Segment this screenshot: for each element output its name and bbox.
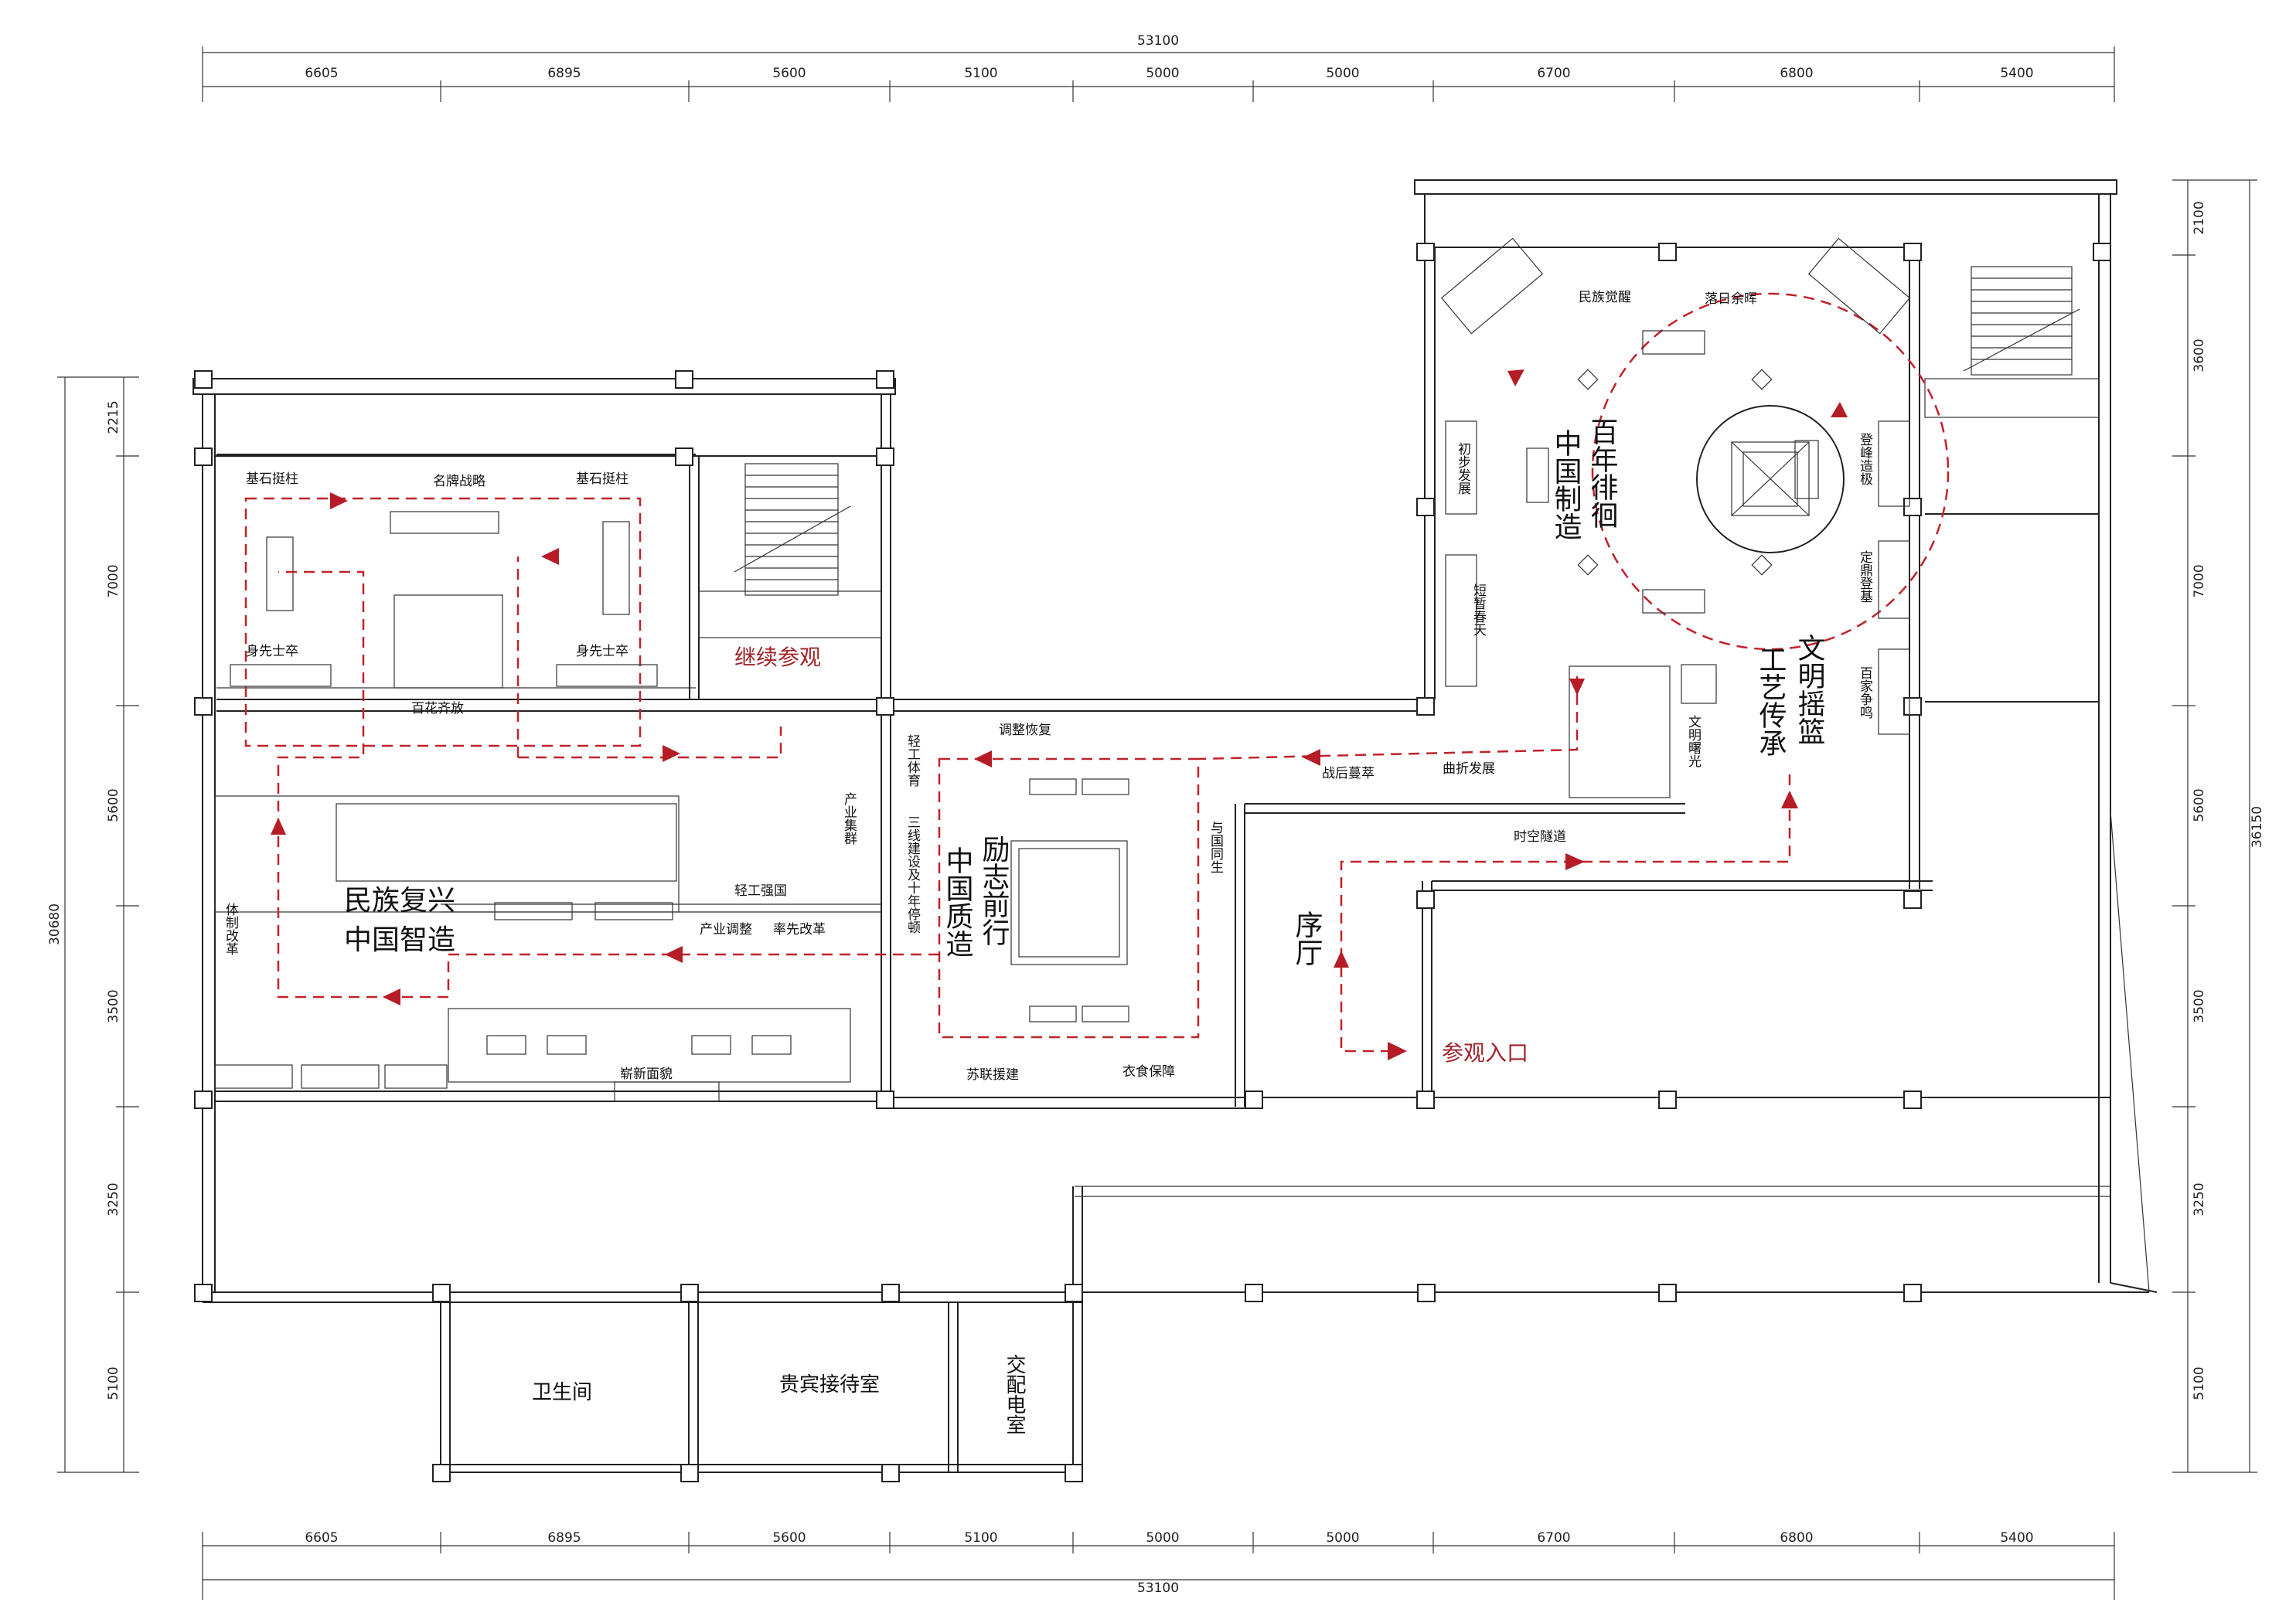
exhibit-minzu-juexing: 民族觉醒: [1579, 290, 1631, 305]
exhibit-zhanxin-mianmao: 崭新面貌: [620, 1067, 673, 1082]
bottom-dim-7: 6700: [1537, 1530, 1570, 1546]
top-dim-8: 6800: [1780, 66, 1813, 81]
bottom-dim-8: 6800: [1780, 1530, 1813, 1546]
exhibit-tiaozheng-huifu: 调整恢复: [999, 723, 1051, 738]
exhibit-shikong-suidao: 时空隧道: [1514, 829, 1566, 845]
room-power: 交配电室: [1003, 1354, 1026, 1434]
right-dim-5: 3500: [2192, 989, 2207, 1022]
top-total-dim: 53100: [1137, 33, 1179, 49]
top-dim-7: 6700: [1537, 66, 1570, 81]
hall-title-baiyan-col1: 百年徘徊 中国制造: [1550, 417, 1618, 540]
right-dim-6: 3250: [2192, 1182, 2207, 1216]
exhibit-labels: 民族觉醒 落日余晖 初步发展 短暂春天 登峰造极 定鼎登基 百家争鸣 文明曙光 …: [223, 290, 1873, 1083]
bottom-dimension-lines: 6605 6895 5600 5100 5000 5000 6700 6800 …: [202, 1530, 2115, 1600]
hall-baiyan-line1: 百年徘徊: [1586, 417, 1618, 529]
exhibit-jishi-tingzhu-1: 基石挺柱: [246, 471, 298, 487]
hall-xuting: 序厅: [1291, 910, 1323, 966]
bottom-dim-9: 5400: [2000, 1530, 2033, 1546]
top-dim-4: 5100: [964, 66, 997, 81]
exhibit-quzhe-fazhan: 曲折发展: [1443, 761, 1495, 777]
exhibit-shenxian-shizu-1: 身先士卒: [246, 644, 298, 659]
rotunda: [1440, 237, 1950, 798]
exhibit-dingding-dengji: 定鼎登基: [1857, 550, 1873, 603]
hall-minzu-line1: 民族复兴: [344, 885, 455, 917]
hall-titles: 百年徘徊 中国制造 文明摇篮 工艺传承 励志前行 中国质造 民族复兴 中国智造 …: [344, 417, 1825, 966]
left-dim-5: 3250: [106, 1182, 121, 1216]
exhibit-chanye-jiqun: 产业集群: [841, 792, 857, 845]
exhibit-chanye-tiaozheng: 产业调整: [700, 922, 752, 937]
left-dim-3: 5600: [106, 788, 121, 822]
top-dim-9: 5400: [2000, 66, 2033, 81]
top-dim-5: 5000: [1146, 66, 1179, 81]
exhibit-sanxian: 三线建设及十年停顿: [904, 815, 921, 934]
bottom-dim-2: 6895: [547, 1530, 581, 1546]
bottom-dim-6: 5000: [1326, 1530, 1359, 1546]
left-total-dim: 30680: [47, 903, 63, 945]
exhibit-jishi-tingzhu-2: 基石挺柱: [576, 471, 629, 487]
left-dim-2: 7000: [106, 564, 121, 597]
exhibit-chubu-fazhan: 初步发展: [1455, 442, 1471, 495]
exhibit-shenxian-shizu-2: 身先士卒: [576, 644, 629, 659]
exhibit-qinggong-qiangguo: 轻工强国: [734, 883, 787, 899]
hall-minzu-line2: 中国智造: [344, 924, 455, 956]
continue-label: 继续参观: [734, 645, 821, 670]
exhibit-zhanhou-fanrong: 战后蔓萃: [1322, 766, 1375, 781]
right-dimension-lines: 2100 3600 7000 5600 3500 3250 5100 36150: [2172, 179, 2265, 1473]
bottom-total-dim: 53100: [1137, 1580, 1179, 1596]
left-dimension-lines: 30680 2215 7000 5600 3500 3250 5100: [47, 376, 139, 1473]
exhibit-tizhi-gaige: 体制改革: [223, 903, 239, 955]
hall-baiyan-line2: 中国制造: [1550, 429, 1582, 540]
top-dimension-lines: 53100 6605 6895 5600 5100 5000 5000 6700…: [202, 33, 2115, 102]
hall-wenming-line2: 工艺传承: [1755, 645, 1787, 757]
room-vip: 贵宾接待室: [779, 1373, 880, 1397]
hall-wenming-line1: 文明摇篮: [1794, 634, 1825, 745]
bottom-dim-4: 5100: [964, 1530, 997, 1546]
exhibit-jinggong-tiyu: 轻工体育: [904, 734, 921, 788]
building-walls: [192, 179, 2158, 1473]
top-dim-6: 5000: [1326, 66, 1359, 81]
exhibit-mingpai-zhanlue: 名牌战略: [433, 474, 485, 489]
bottom-rooms: 卫生间 贵宾接待室 交配电室: [532, 1354, 1026, 1434]
left-dim-4: 3500: [106, 989, 121, 1022]
central-hall: [938, 757, 1200, 1039]
room-toilet: 卫生间: [532, 1381, 592, 1404]
right-dim-1: 2100: [2192, 201, 2207, 234]
exhibit-yu-guoguo-sheng: 与国同生: [1208, 821, 1224, 873]
bottom-dim-1: 6605: [305, 1530, 338, 1546]
exhibit-duanzan-chuntian: 短暂春天: [1470, 584, 1487, 636]
hall-lizhi-line1: 励志前行: [978, 835, 1010, 946]
exhibit-baihua-qifang: 百花齐放: [411, 701, 464, 716]
exhibit-baijia-zhengming: 百家争鸣: [1857, 666, 1873, 719]
exhibit-sulian-yuanjian: 苏联援建: [966, 1067, 1019, 1083]
bottom-dim-3: 5600: [772, 1530, 806, 1546]
top-dim-2: 6895: [547, 66, 581, 81]
stair-right: [1924, 266, 2100, 418]
right-dim-3: 7000: [2192, 564, 2207, 597]
exhibit-yishi-baozhang: 衣食保障: [1122, 1064, 1175, 1080]
exhibit-wenming-shuguang: 文明曙光: [1685, 715, 1702, 768]
entry-label: 参观入口: [1442, 1040, 1528, 1066]
right-dim-7: 5100: [2192, 1366, 2207, 1400]
right-dim-4: 5600: [2192, 788, 2207, 822]
exhibit-shuaixian-gaige: 率先改革: [773, 922, 826, 937]
exhibit-dengfeng-zaoji: 登峰造极: [1857, 433, 1873, 485]
right-dim-2: 3600: [2192, 339, 2207, 372]
bottom-dim-5: 5000: [1146, 1530, 1179, 1546]
exhibit-luori-yuhui: 落日余晖: [1705, 291, 1757, 307]
top-dim-3: 5600: [772, 66, 806, 81]
left-hall-exhibits: [214, 497, 851, 1102]
hall-lizhi-line2: 中国质造: [942, 846, 973, 958]
top-dim-1: 6605: [305, 66, 338, 81]
left-dim-6: 5100: [106, 1366, 121, 1400]
right-total-dim: 36150: [2250, 806, 2265, 848]
visit-route: [271, 369, 1848, 1060]
left-dim-1: 2215: [106, 400, 121, 434]
columns: [194, 243, 2111, 1482]
stair-left: [698, 463, 882, 638]
route-labels: 参观入口 继续参观: [734, 645, 1528, 1066]
